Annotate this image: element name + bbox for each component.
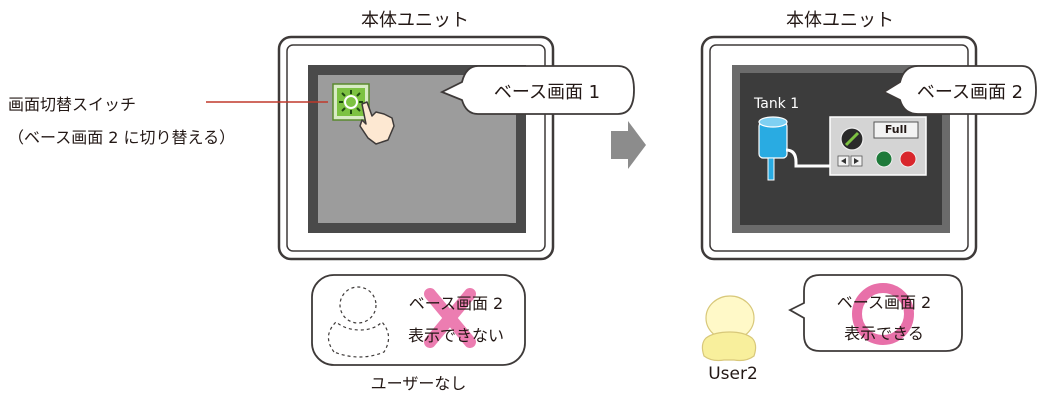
tank-label: Tank 1 [754,96,800,112]
left-result-line2: 表示できない [407,326,504,345]
user2-label: User2 [708,364,758,384]
switch-label: 画面切替スイッチ [8,95,137,114]
switch-note: （ベース画面 2 に切り替える） [8,128,236,147]
screen-switch-icon[interactable] [332,83,370,121]
control-panel [829,116,927,176]
transition-arrow-icon [611,121,646,169]
left-user-label: ユーザーなし [370,374,467,393]
full-button-bg[interactable] [873,121,919,139]
left-user-box [311,274,526,366]
hand-pointer-icon [359,101,395,145]
left-screen-callout [439,65,635,115]
red-lamp-icon [899,150,917,168]
left-result-line1: ベース画面 2 [408,294,504,313]
full-button[interactable]: Full [884,123,908,136]
ok-circle-icon [852,283,914,345]
left-callout-text: ベース画面 1 [493,82,601,103]
right-unit-label: 本体ユニット [786,10,894,31]
spin-arrows-icon [837,155,863,167]
right-screen-callout [882,65,1037,115]
dashed-user-head-icon [339,286,377,324]
user2-icon [701,295,757,362]
dashed-user-body-icon [327,321,390,358]
left-unit-label: 本体ユニット [361,10,469,31]
tank-icon [758,116,830,181]
right-result-line2: 表示できる [844,324,924,343]
right-result-line1: ベース画面 2 [836,293,932,312]
right-result-callout [788,274,963,352]
cross-mark-icon [424,288,476,348]
right-callout-text: ベース画面 2 [916,82,1024,103]
green-lamp-icon [875,150,893,168]
